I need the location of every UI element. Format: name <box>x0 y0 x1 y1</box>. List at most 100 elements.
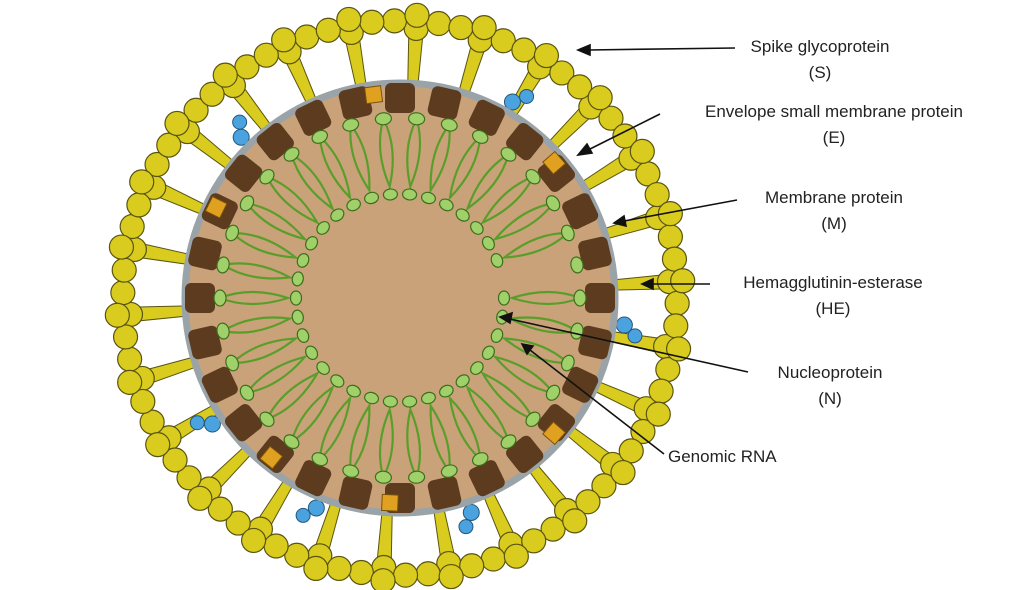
nucleoprotein <box>420 391 436 405</box>
spike-head-lobe <box>657 201 683 227</box>
rna-loop <box>378 118 394 191</box>
label-spike-abbr: (S) <box>808 63 832 82</box>
rna-loop <box>290 384 335 443</box>
nucleoprotein <box>439 198 454 212</box>
genomic-rna-layer <box>219 118 581 478</box>
arrow-nucleoprotein <box>509 318 749 373</box>
nucleoprotein <box>374 112 392 126</box>
spike-glycoprotein <box>156 97 237 172</box>
arrowhead-envelope <box>576 142 594 157</box>
spike-glycoprotein <box>563 424 644 499</box>
spike-glycoprotein <box>590 378 674 445</box>
spike-head-lobe <box>336 6 362 33</box>
nucleoprotein <box>560 354 575 372</box>
spike-head-lobe <box>404 2 430 28</box>
spike-head-lobe <box>370 568 396 590</box>
nucleoprotein <box>330 208 345 222</box>
rna-loop <box>406 405 422 478</box>
nucleoprotein <box>573 289 587 307</box>
spike-head-lobe <box>176 465 202 491</box>
membrane-protein <box>427 86 462 120</box>
nucleoprotein <box>481 236 495 251</box>
nucleoprotein <box>342 118 360 132</box>
nucleoprotein <box>346 384 361 398</box>
membrane-protein <box>578 236 612 271</box>
arrowhead-rna <box>520 342 535 356</box>
nucleoprotein <box>239 384 255 401</box>
membrane-protein <box>338 476 373 510</box>
spike-head-lobe <box>156 132 182 158</box>
spike-glycoprotein <box>225 476 296 559</box>
membrane-protein <box>201 366 238 403</box>
spike-head-lobe <box>315 17 341 43</box>
membrane-protein <box>506 435 544 474</box>
rna-loop <box>219 290 292 306</box>
nucleoprotein <box>560 224 575 242</box>
spike-stalk <box>376 508 393 561</box>
spike-head-lobe <box>540 516 566 542</box>
rna-loop <box>318 395 352 460</box>
spike-head-lobe <box>503 543 529 569</box>
nucleoprotein <box>455 208 470 222</box>
nucleoprotein <box>216 256 230 274</box>
spike-head-lobe <box>612 123 638 149</box>
membrane-protein <box>562 366 599 403</box>
nucleoprotein <box>470 361 484 376</box>
spike-glycoprotein <box>545 74 624 153</box>
spike-glycoprotein <box>600 181 683 250</box>
envelope-protein <box>381 493 399 512</box>
spike-head-lobe <box>471 14 497 41</box>
arrowhead-he <box>640 277 654 291</box>
he-lobe <box>307 499 325 517</box>
arrow-membrane <box>623 199 738 222</box>
spike-head-lobe <box>212 62 238 88</box>
spike-head-lobe <box>164 110 190 137</box>
spike-head-lobe <box>199 81 225 107</box>
membrane-protein <box>585 283 615 313</box>
spike-head-lobe <box>284 542 310 568</box>
spike-head-lobe <box>562 508 588 534</box>
nucleoprotein <box>213 289 227 307</box>
spike-head-lobe <box>187 485 213 511</box>
spike-head-lobe <box>598 105 624 131</box>
spike-head-lobe <box>618 438 644 464</box>
envelope-protein <box>542 421 567 446</box>
nucleoprotein <box>500 146 517 162</box>
spike-glycoprotein <box>284 498 352 582</box>
envelope-protein <box>259 445 284 470</box>
membrane-protein <box>224 154 263 192</box>
spike-head-lobe <box>117 346 143 372</box>
nucleoprotein <box>420 191 436 205</box>
spike-glycoprotein <box>578 123 661 194</box>
spike-head-lobe <box>294 24 320 50</box>
nucleoprotein <box>291 271 304 287</box>
spike-head-lobe <box>610 459 636 486</box>
spike-glycoprotein <box>610 246 696 316</box>
spike-stalk <box>407 35 424 88</box>
spike-glycoprotein <box>176 443 255 522</box>
membrane-protein-layer <box>185 83 615 513</box>
spike-head-lobe <box>670 268 696 294</box>
spike-head-lobe <box>591 473 617 499</box>
label-spike: Spike glycoprotein (S) <box>735 34 905 86</box>
hemagglutinin-esterase <box>232 114 250 146</box>
membrane-protein <box>224 404 263 442</box>
hemagglutinin-esterase <box>615 316 643 344</box>
spike-layer <box>104 2 696 590</box>
rna-loop <box>231 337 299 365</box>
spike-head-lobe <box>661 246 688 272</box>
label-membrane-name: Membrane protein <box>765 188 903 207</box>
membrane-protein <box>385 83 415 113</box>
arrowhead-membrane <box>612 214 628 228</box>
hemagglutinin-esterase <box>458 503 480 535</box>
nucleoprotein <box>305 345 319 360</box>
spike-head-lobe <box>392 562 419 588</box>
spike-head-lobe <box>234 54 260 80</box>
rna-loop <box>222 316 294 334</box>
spike-head-lobe <box>271 27 297 53</box>
arrow-rna <box>529 349 665 455</box>
spike-head-lobe <box>480 546 506 572</box>
label-nucleoprotein-name: Nucleoprotein <box>777 363 883 382</box>
spike-head-lobe <box>303 555 329 582</box>
membrane-protein <box>295 460 332 497</box>
